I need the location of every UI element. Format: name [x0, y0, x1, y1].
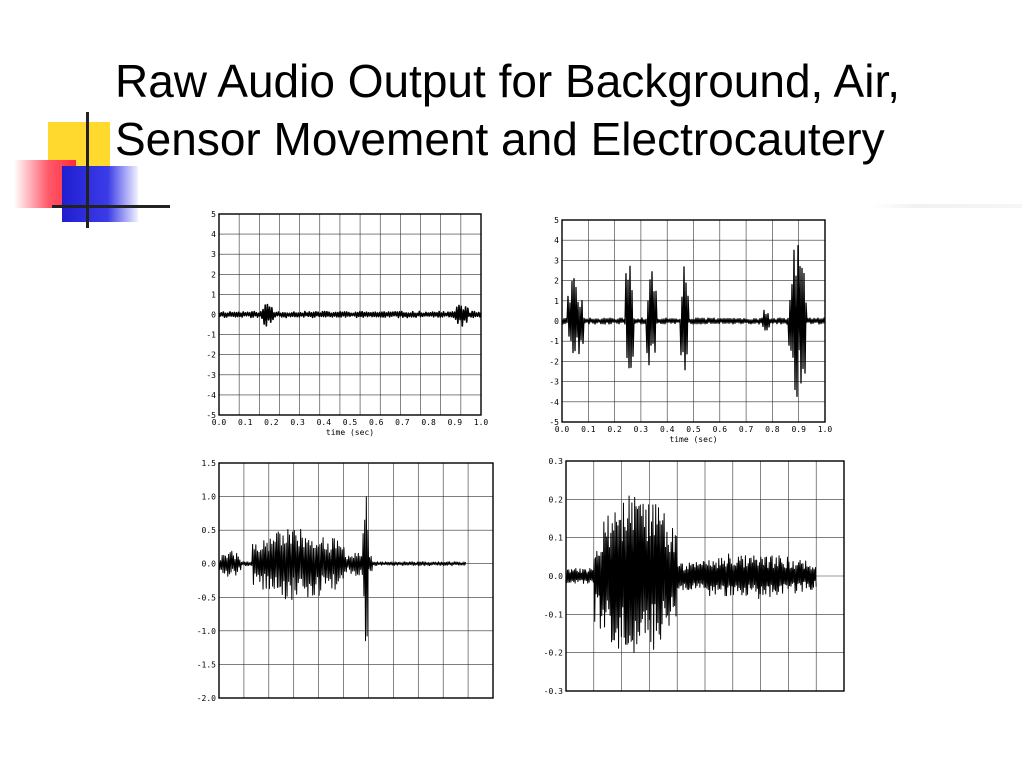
- y-tick-label: -4: [206, 391, 216, 400]
- y-tick-label: 1.0: [202, 493, 217, 502]
- y-tick-label: -1.5: [197, 660, 216, 669]
- y-tick-label: 0.5: [202, 526, 217, 535]
- y-tick-label: 2: [211, 270, 216, 279]
- x-axis-label: time (sec): [326, 428, 374, 437]
- y-tick-label: 4: [554, 236, 559, 245]
- plot-area: [218, 462, 494, 699]
- x-tick-label: 0.4: [660, 425, 675, 434]
- slide-title-line-2: Sensor Movement and Electrocautery: [115, 113, 885, 165]
- y-tick-label: 0.2: [549, 495, 564, 504]
- plot-area: [218, 213, 482, 416]
- x-tick-label: 0.2: [264, 418, 279, 427]
- chart-background: 5 4 3 2 1 0 -1 -2 -3 -4 -50.0 0.1 0.2 0.3 0.4 0.5 0.6 0.7…: [206, 210, 489, 437]
- y-tick-label: 0.0: [202, 560, 217, 569]
- y-tick-label: -0.3: [544, 687, 563, 696]
- y-tick-label: 2: [554, 277, 559, 286]
- y-tick-label: 0: [554, 317, 559, 326]
- plot-frame: [218, 462, 494, 699]
- waveform-series: [218, 496, 467, 642]
- y-tick-label: 3: [211, 250, 216, 259]
- y-tick-label: -5: [206, 411, 216, 420]
- x-tick-label: 0.7: [395, 418, 410, 427]
- y-tick-label: 5: [211, 210, 216, 219]
- y-tick-label: -1: [549, 337, 559, 346]
- x-tick-label: 0.3: [634, 425, 649, 434]
- y-tick-label: -4: [549, 398, 559, 407]
- waveform-series: [218, 303, 482, 327]
- y-tick-label: 1: [211, 290, 216, 299]
- x-tick-label: 0.3: [290, 418, 305, 427]
- x-tick-label: 1.0: [474, 418, 489, 427]
- x-tick-label: 0.4: [317, 418, 332, 427]
- y-tick-label: 0: [211, 311, 216, 320]
- y-tick-label: -0.1: [544, 610, 563, 619]
- waveform-series: [561, 245, 826, 397]
- y-tick-label: 0.0: [549, 572, 564, 581]
- y-tick-label: -0.2: [544, 649, 563, 658]
- y-tick-label: 3: [554, 256, 559, 265]
- x-tick-label: 0.6: [369, 418, 384, 427]
- y-tick-label: 1: [554, 297, 559, 306]
- decor-vertical-line: [86, 112, 89, 228]
- decor-horizontal-line: [52, 205, 170, 208]
- y-tick-label: -0.5: [197, 593, 216, 602]
- grid: [219, 463, 493, 698]
- y-tick-label: 0.3: [549, 457, 564, 466]
- chart-electrocautery: 0.3 0.2 0.1 0.0 -0.1 -0.2 -0.3: [544, 457, 845, 696]
- y-tick-label: -2: [549, 357, 559, 366]
- y-tick-label: 5: [554, 216, 559, 225]
- x-tick-label: 0.2: [607, 425, 622, 434]
- y-tick-label: 1.5: [202, 459, 217, 468]
- chart-sensor-movement: 1.5 1.0 0.5 0.0 -0.5 -1.0 -1.5 -2.0: [197, 459, 494, 703]
- plot-area: [561, 219, 826, 423]
- waveform-series: [565, 495, 817, 653]
- y-tick-label: 0.1: [549, 534, 564, 543]
- plot-area: [565, 460, 845, 692]
- x-tick-label: 0.8: [765, 425, 780, 434]
- decor-blue-square: [62, 166, 138, 222]
- x-tick-label: 0.7: [739, 425, 754, 434]
- title-rule: [872, 204, 1022, 208]
- y-tick-label: -3: [206, 371, 216, 380]
- y-tick-label: -3: [549, 378, 559, 387]
- x-tick-label: 0.9: [791, 425, 806, 434]
- x-tick-label: 0.5: [343, 418, 358, 427]
- x-tick-label: 0.6: [713, 425, 728, 434]
- x-tick-label: 0.1: [238, 418, 253, 427]
- y-tick-label: -1.0: [197, 627, 216, 636]
- x-tick-label: 0.5: [686, 425, 701, 434]
- x-tick-label: 0.0: [212, 418, 227, 427]
- chart-air: 5 4 3 2 1 0 -1 -2 -3 -4 -50.0 0.1 0.2 0.3 0.4 0.5 0.6 0.7…: [549, 216, 833, 444]
- y-tick-label: -2: [206, 351, 216, 360]
- y-tick-label: -2.0: [197, 694, 216, 703]
- x-tick-label: 0.1: [581, 425, 596, 434]
- x-tick-label: 1.0: [818, 425, 833, 434]
- x-tick-label: 0.8: [421, 418, 436, 427]
- slide-title-line-1: Raw Audio Output for Background, Air,: [115, 55, 901, 107]
- y-tick-label: -5: [549, 418, 559, 427]
- slide-title: Raw Audio Output for Background, Air, Se…: [115, 52, 1015, 168]
- x-tick-label: 0.0: [555, 425, 570, 434]
- x-tick-label: 0.9: [448, 418, 463, 427]
- y-tick-label: 4: [211, 230, 216, 239]
- y-tick-label: -1: [206, 331, 216, 340]
- x-axis-label: time (sec): [669, 435, 717, 444]
